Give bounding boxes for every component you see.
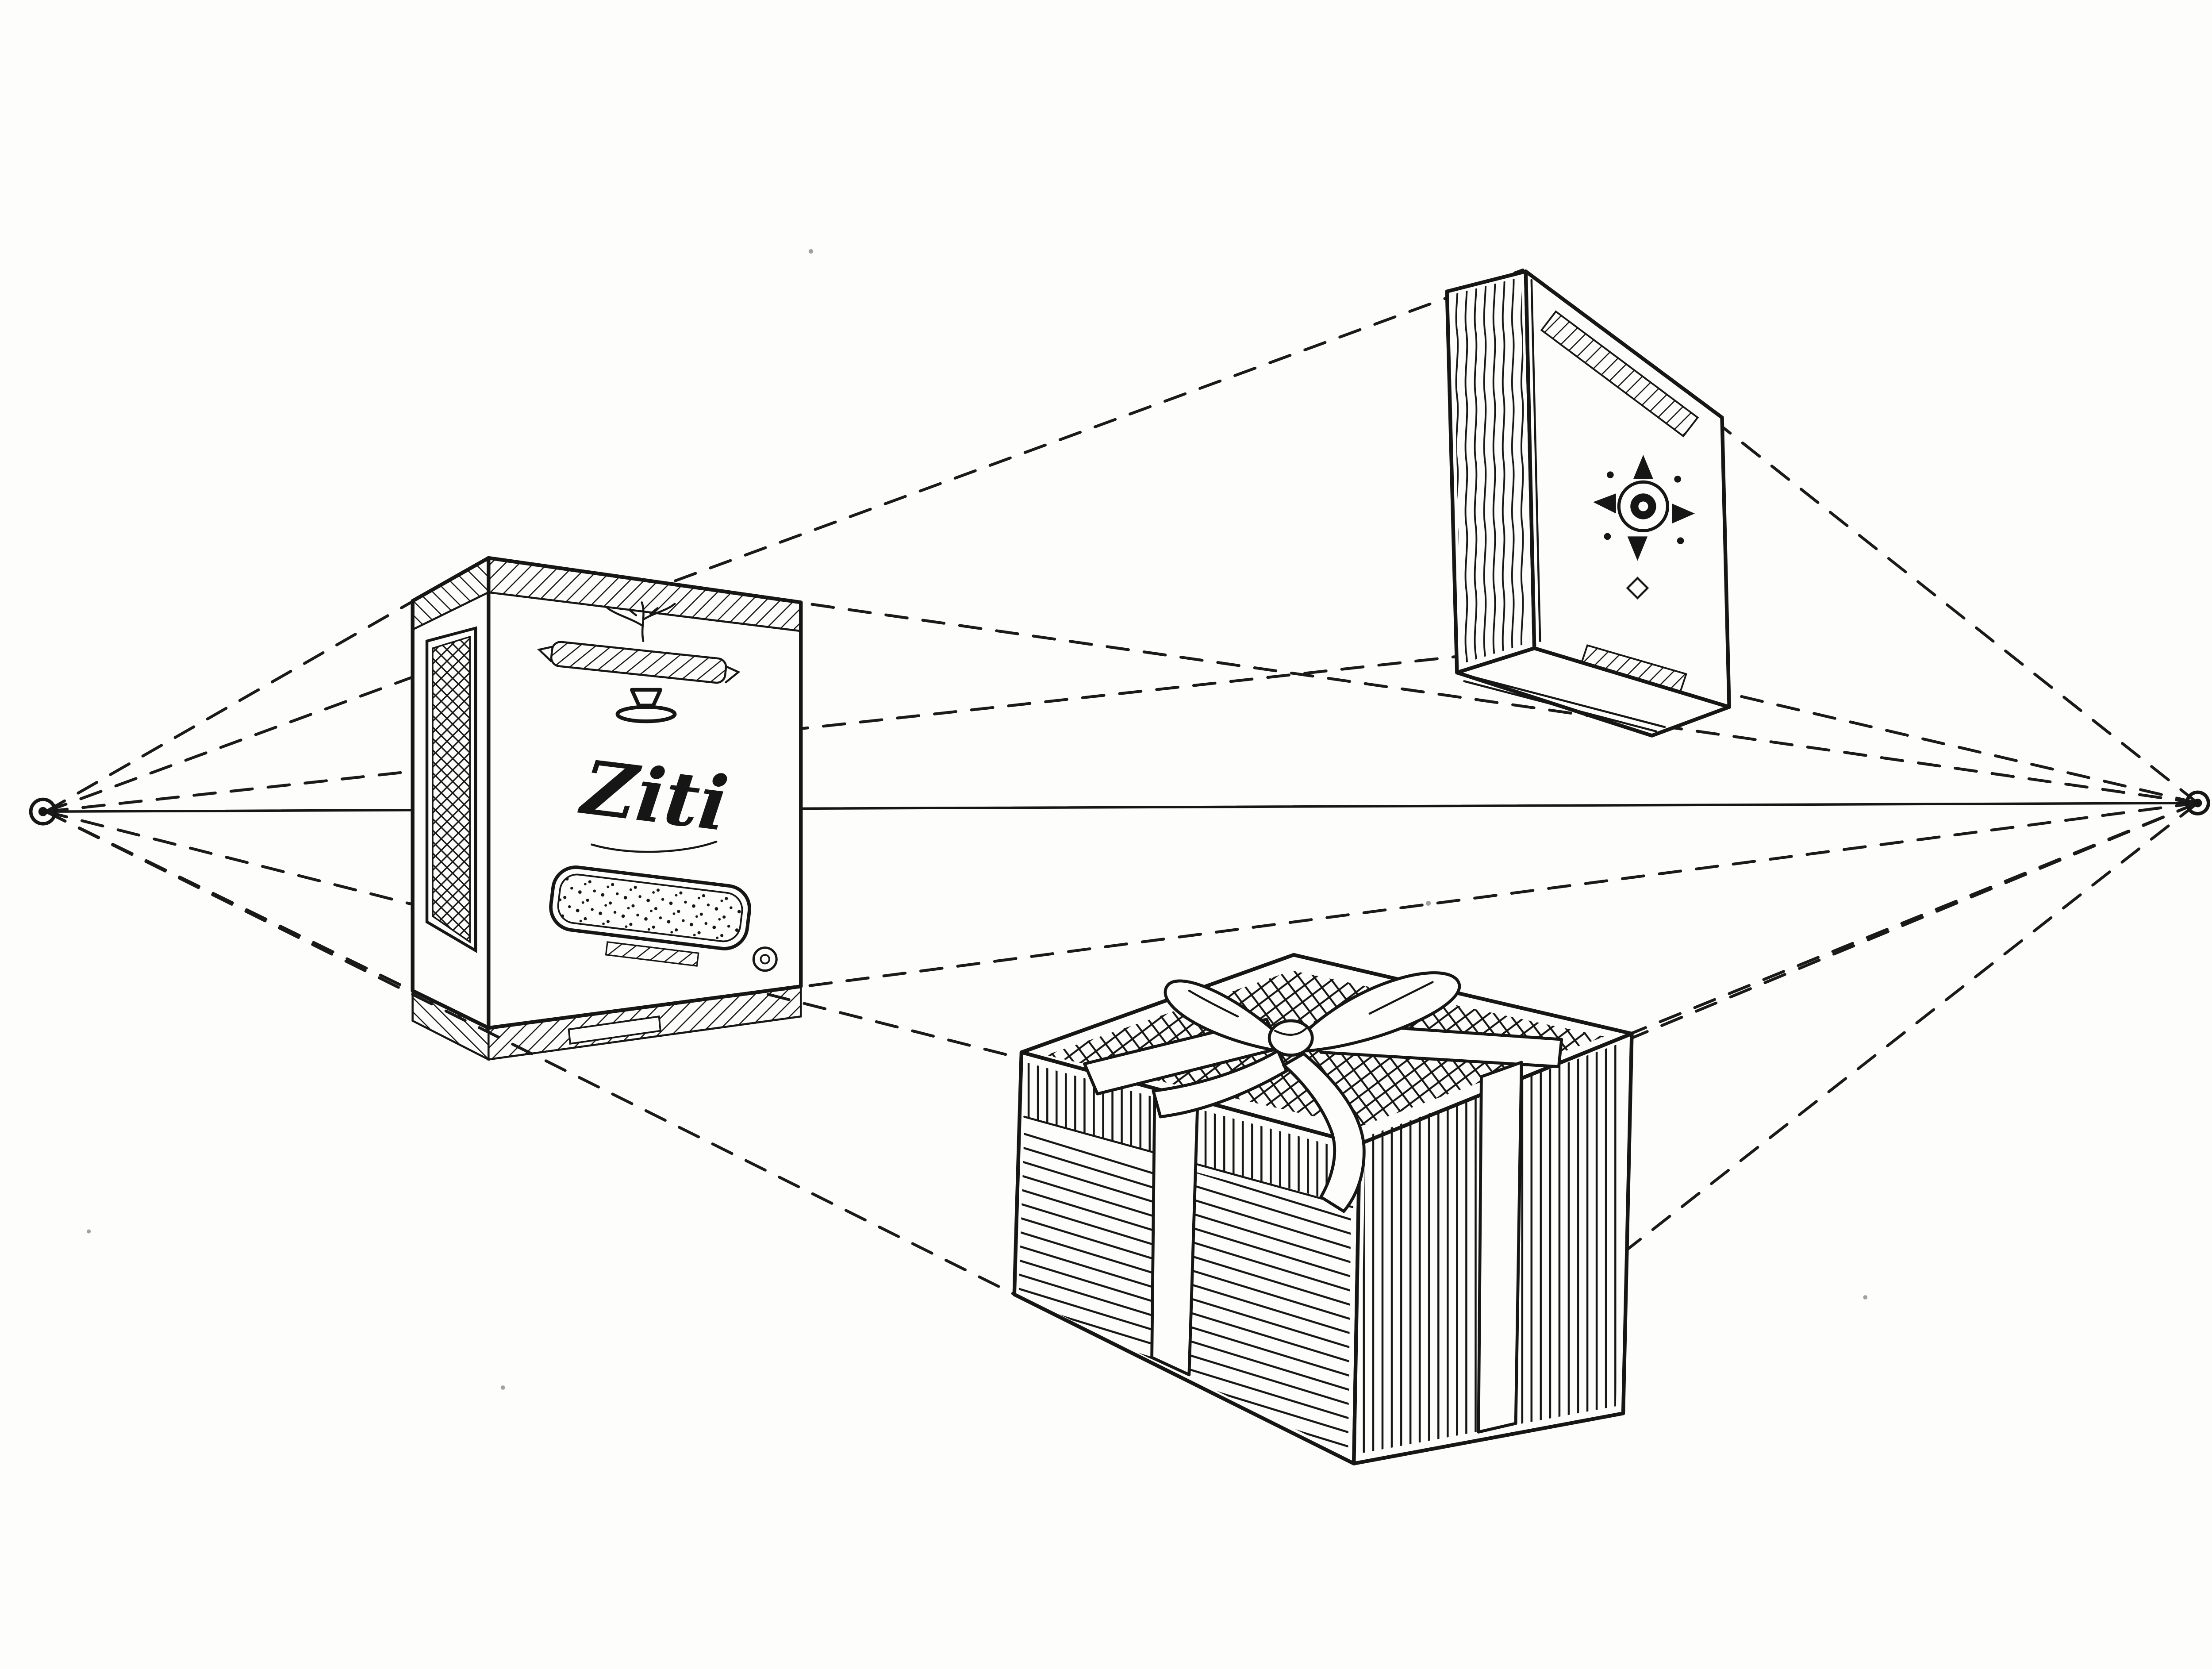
logo-banner	[550, 641, 727, 684]
bow-tail-right	[1282, 1052, 1366, 1213]
pasta-box-seal	[752, 946, 778, 972]
construction-line	[487, 556, 2199, 804]
book-diamond-mark	[1626, 577, 1649, 600]
logo-goblet	[630, 688, 663, 708]
pasta-box-logo	[537, 601, 741, 723]
book-cover-top-band	[1540, 310, 1699, 438]
compass-point-north	[1633, 454, 1654, 479]
left-vanishing-point-dot	[38, 807, 48, 816]
book-page-lines	[1463, 676, 1666, 733]
horizon-line	[44, 802, 2199, 813]
ink-speck	[87, 1229, 91, 1234]
bow-tail-left	[1152, 1049, 1288, 1119]
left-vanishing-point	[29, 797, 57, 826]
logo-sprig-branches	[606, 603, 676, 627]
construction-line	[44, 810, 1356, 1465]
pasta-window	[549, 865, 751, 950]
pasta-window-speckles	[557, 873, 743, 942]
pasta-box-bottom-slot	[568, 1015, 661, 1045]
ribbon-band-left-face	[1150, 1086, 1199, 1377]
compass-point-west	[1593, 493, 1616, 514]
right-vanishing-point-dot	[2193, 799, 2202, 808]
bow-knot-line	[1274, 1027, 1308, 1036]
ink-speck	[808, 249, 814, 254]
pasta-box-seal-center	[760, 954, 770, 965]
logo-sprig-stem	[641, 601, 645, 642]
gift-ribbon	[1083, 971, 1563, 1434]
book-hinge-line	[1530, 279, 1541, 642]
ink-speck	[500, 1385, 505, 1390]
bow-fold-line	[1368, 981, 1434, 1015]
pasta-box-side-top-band	[411, 556, 490, 631]
book-compass-ornament	[1593, 454, 1695, 561]
bow-loop-right	[1299, 971, 1461, 1053]
pasta-box-side-window	[432, 635, 471, 944]
ribbon-band-right-face	[1477, 1061, 1523, 1434]
pasta-box-hatch-bar	[605, 941, 699, 967]
book-spine-texture	[1452, 277, 1530, 664]
pasta-box-side-bottom-band	[411, 989, 490, 1061]
bow-knot	[1267, 1019, 1314, 1057]
compass-point-east	[1672, 503, 1695, 524]
logo-goblet-base	[615, 705, 677, 723]
book-pages-bottom	[1455, 646, 1731, 738]
bow-fold-line	[1188, 989, 1239, 1018]
pasta-box-label: Ziti	[575, 743, 733, 848]
construction-line	[44, 268, 1525, 813]
pasta-box: Ziti	[411, 556, 803, 1061]
pasta-box-label-swash	[591, 840, 718, 853]
ink-speck	[1863, 1295, 1868, 1300]
right-vanishing-point	[2185, 790, 2210, 815]
compass-point-south	[1627, 536, 1648, 561]
ink-speck	[1426, 900, 1431, 906]
logo-banner-ends	[537, 646, 741, 684]
gift-box	[1012, 953, 1634, 1465]
ink-specks	[87, 249, 1868, 1390]
bow-loop-left	[1164, 979, 1285, 1053]
book	[1445, 269, 1731, 738]
